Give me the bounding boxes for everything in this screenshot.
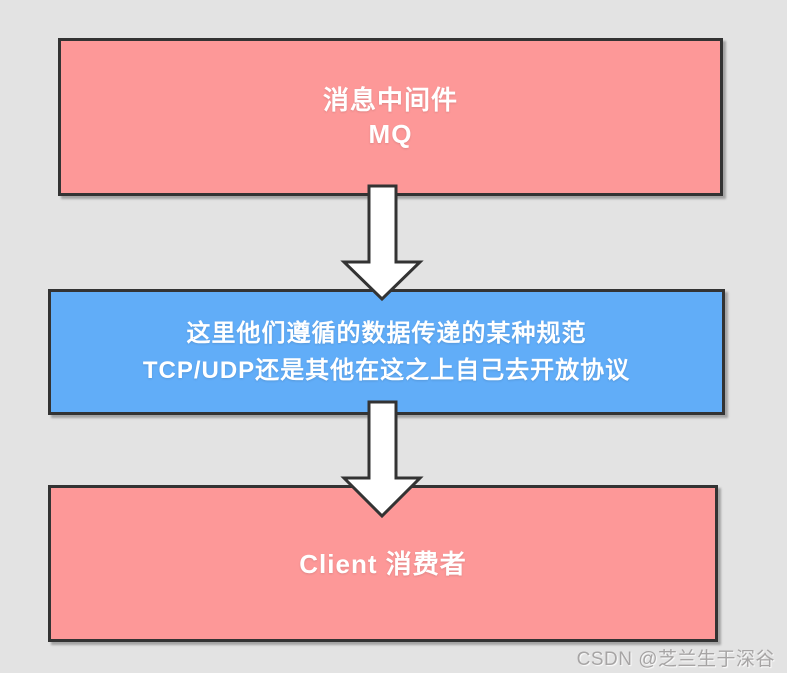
csdn-watermark: CSDN @芝兰生于深谷 xyxy=(576,649,775,670)
down-arrow-icon-1 xyxy=(340,184,424,302)
box-client-consumer: Client 消费者 xyxy=(48,485,718,642)
box-transport-spec-line2: TCP/UDP还是其他在这之上自己去开放协议 xyxy=(142,357,631,384)
box-transport-spec: 这里他们遵循的数据传递的某种规范 TCP/UDP还是其他在这之上自己去开放协议 xyxy=(48,289,725,415)
box-message-middleware-line2: MQ xyxy=(368,119,413,149)
box-client-consumer-line1: Client 消费者 xyxy=(299,548,467,579)
box-transport-spec-line1: 这里他们遵循的数据传递的某种规范 xyxy=(186,320,587,347)
box-message-middleware-line1: 消息中间件 xyxy=(322,85,458,115)
box-message-middleware: 消息中间件 MQ xyxy=(58,38,723,196)
